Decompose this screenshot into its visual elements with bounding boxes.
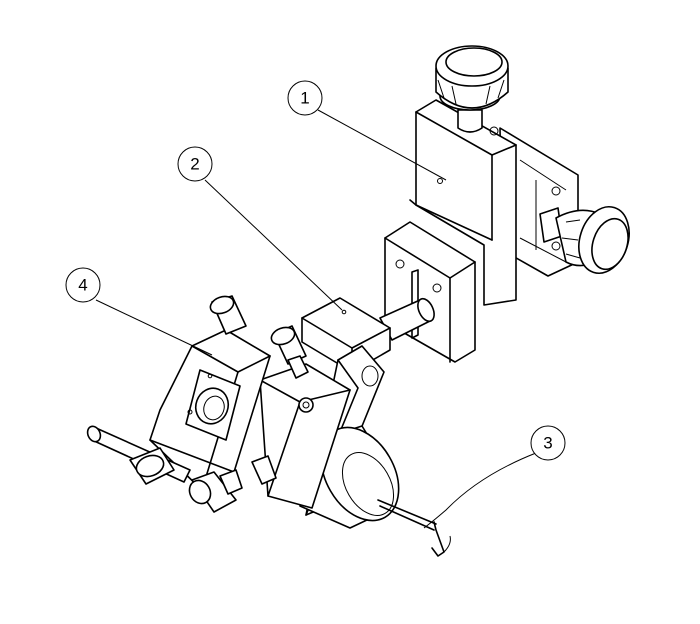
leader-line-4 [95, 299, 213, 356]
leader-line-2 [204, 179, 343, 311]
leader-line-3 [423, 452, 537, 529]
callout-1: 1 [287, 80, 323, 116]
part-1-vertical-slide [409, 45, 630, 306]
clamp-bracket [379, 221, 476, 363]
callout-4: 4 [65, 267, 101, 303]
callout-3: 3 [530, 425, 566, 461]
callout-label-2: 2 [190, 155, 199, 174]
callout-label-3: 3 [543, 434, 552, 453]
part-4-flow-cell [86, 295, 351, 513]
leader-line-1 [317, 109, 447, 181]
callout-label-4: 4 [78, 276, 87, 295]
callout-2: 2 [177, 146, 213, 182]
callout-label-1: 1 [300, 89, 309, 108]
